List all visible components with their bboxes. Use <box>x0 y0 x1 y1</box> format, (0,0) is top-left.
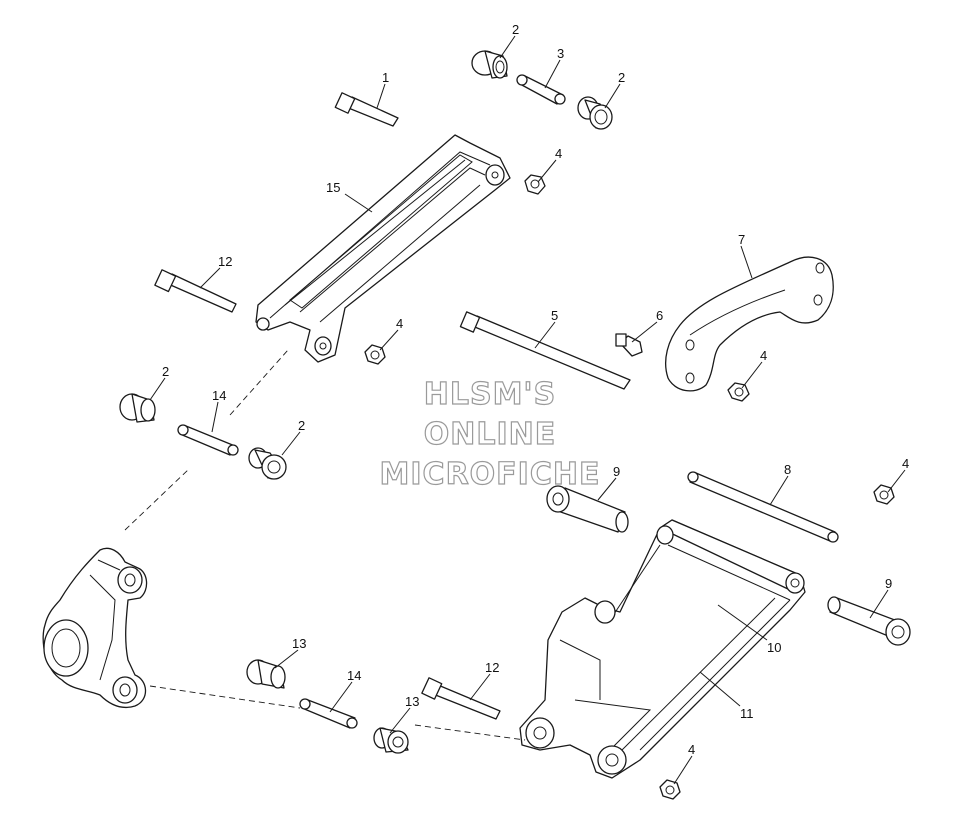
callout-2: 2 <box>298 418 305 433</box>
part-2-bushing-top-right <box>577 96 613 130</box>
part-9-pivot-bushing-lower <box>827 596 911 646</box>
callout-4: 4 <box>902 456 909 471</box>
callout-14: 14 <box>347 668 361 683</box>
part-13-bushing-right <box>373 727 409 754</box>
callout-12: 12 <box>485 660 499 675</box>
part-7-bracket <box>665 256 834 392</box>
part-15-upper-link <box>255 134 511 363</box>
callout-8: 8 <box>784 462 791 477</box>
part-2-bushing-left <box>119 393 156 423</box>
callout-6: 6 <box>656 308 663 323</box>
callout-13: 13 <box>292 636 306 651</box>
part-3-sleeve <box>516 74 566 105</box>
callout-2: 2 <box>162 364 169 379</box>
part-2-bushing-center <box>248 447 287 480</box>
callout-labels: 1 2 3 2 4 15 12 4 5 6 7 4 2 14 2 9 8 4 1… <box>162 22 909 757</box>
callout-15: 15 <box>326 180 340 195</box>
callout-11: 11 <box>740 706 754 721</box>
callout-13: 13 <box>405 694 419 709</box>
callout-2: 2 <box>618 70 625 85</box>
part-2-bushing-top <box>471 50 508 79</box>
part-14-sleeve-upper <box>177 424 239 456</box>
part-14-sleeve-lower <box>299 698 358 729</box>
callout-4: 4 <box>555 146 562 161</box>
callout-14: 14 <box>212 388 226 403</box>
part-1-bolt <box>334 92 399 127</box>
callout-4: 4 <box>760 348 767 363</box>
callout-12: 12 <box>218 254 232 269</box>
part-5-long-bolt <box>459 311 631 390</box>
callout-7: 7 <box>738 232 745 247</box>
callout-1: 1 <box>382 70 389 85</box>
part-13-bushing-left <box>246 659 286 689</box>
callout-10: 10 <box>767 640 781 655</box>
part-9-pivot-bushing-upper <box>546 485 629 533</box>
callout-2: 2 <box>512 22 519 37</box>
leader-lines <box>149 35 906 785</box>
part-4-nut-bottom <box>659 779 681 800</box>
part-4-nut-right <box>873 484 895 505</box>
part-11-lower-arm <box>519 519 806 779</box>
part-6-fitting <box>615 333 643 357</box>
assembly-lines <box>124 349 526 741</box>
spindle-knuckle <box>42 547 148 709</box>
callout-4: 4 <box>688 742 695 757</box>
callout-9: 9 <box>885 576 892 591</box>
callout-5: 5 <box>551 308 558 323</box>
callout-4: 4 <box>396 316 403 331</box>
part-4-nut-bracket <box>727 382 750 402</box>
callout-3: 3 <box>557 46 564 61</box>
part-12-bolt-lower <box>421 677 501 720</box>
part-12-bolt-upper <box>154 269 237 313</box>
callout-9: 9 <box>613 464 620 479</box>
part-8-shaft <box>687 471 839 543</box>
